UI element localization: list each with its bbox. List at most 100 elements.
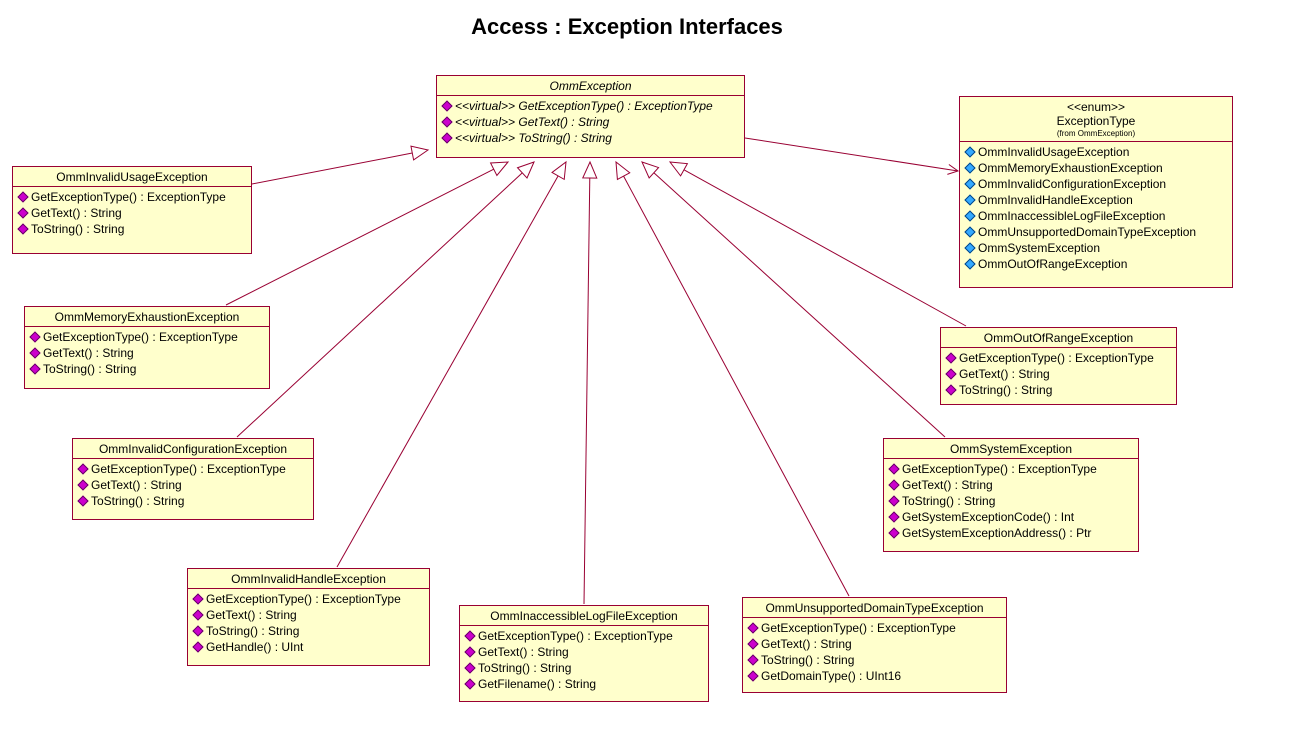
method-list: <<virtual>> GetExceptionType() : Excepti… xyxy=(437,96,744,150)
method-row: <<virtual>> ToString() : String xyxy=(441,130,740,146)
method-row: GetSystemExceptionCode() : Int xyxy=(888,509,1134,525)
magenta-diamond-method-icon xyxy=(945,352,957,364)
method-list: GetExceptionType() : ExceptionType GetTe… xyxy=(188,589,429,659)
method-row: GetFilename() : String xyxy=(464,676,704,692)
magenta-diamond-method-icon xyxy=(888,495,900,507)
inheritance-triangle-icon xyxy=(410,145,430,161)
association-arrowhead-icon xyxy=(947,164,960,175)
enum-origin: (from OmmException) xyxy=(1056,129,1136,138)
inheritance-triangle-icon xyxy=(489,161,510,177)
blue-diamond-attribute-icon xyxy=(964,210,976,222)
association-exception-type xyxy=(744,137,960,175)
magenta-diamond-method-icon xyxy=(17,207,29,219)
method-row: ToString() : String xyxy=(77,493,309,509)
generalization-invalid-usage xyxy=(251,145,430,185)
generalization-out-of-range xyxy=(668,161,967,327)
class-invalid-usage-exception[interactable]: OmmInvalidUsageException GetExceptionTyp… xyxy=(12,166,252,254)
magenta-diamond-method-icon xyxy=(464,646,476,658)
magenta-diamond-method-icon xyxy=(888,527,900,539)
magenta-diamond-method-icon xyxy=(17,191,29,203)
method-row: GetExceptionType() : ExceptionType xyxy=(747,620,1002,636)
inheritance-triangle-icon xyxy=(668,161,689,177)
method-list: GetExceptionType() : ExceptionType GetTe… xyxy=(13,187,251,241)
method-row: GetText() : String xyxy=(747,636,1002,652)
generalization-invalid-handle xyxy=(336,160,567,568)
enum-literal: OmmUnsupportedDomainTypeException xyxy=(964,224,1228,240)
method-row: GetHandle() : UInt xyxy=(192,639,425,655)
magenta-diamond-method-icon xyxy=(747,622,759,634)
method-list: GetExceptionType() : ExceptionType GetTe… xyxy=(884,459,1138,545)
class-memory-exhaustion-exception[interactable]: OmmMemoryExhaustionException GetExceptio… xyxy=(24,306,270,389)
method-row: GetSystemExceptionAddress() : Ptr xyxy=(888,525,1134,541)
magenta-diamond-method-icon xyxy=(192,641,204,653)
magenta-diamond-method-icon xyxy=(29,363,41,375)
magenta-diamond-method-icon xyxy=(747,654,759,666)
blue-diamond-attribute-icon xyxy=(964,258,976,270)
method-row: GetExceptionType() : ExceptionType xyxy=(77,461,309,477)
inheritance-triangle-icon xyxy=(551,160,567,181)
magenta-diamond-method-icon xyxy=(888,479,900,491)
magenta-diamond-method-icon xyxy=(747,638,759,650)
magenta-diamond-method-icon xyxy=(888,511,900,523)
magenta-diamond-method-icon xyxy=(77,479,89,491)
enum-literal: OmmInaccessibleLogFileException xyxy=(964,208,1228,224)
inheritance-triangle-icon xyxy=(615,160,631,181)
enum-literal: OmmSystemException xyxy=(964,240,1228,256)
blue-diamond-attribute-icon xyxy=(964,146,976,158)
method-row: GetText() : String xyxy=(192,607,425,623)
class-name: OmmInvalidConfigurationException xyxy=(98,442,288,456)
magenta-diamond-method-icon xyxy=(464,662,476,674)
class-name: ExceptionType xyxy=(1056,114,1136,128)
class-out-of-range-exception[interactable]: OmmOutOfRangeException GetExceptionType(… xyxy=(940,327,1177,405)
class-omm-exception[interactable]: OmmException <<virtual>> GetExceptionTyp… xyxy=(436,75,745,158)
magenta-diamond-method-icon xyxy=(17,223,29,235)
enum-literal: OmmInvalidConfigurationException xyxy=(964,176,1228,192)
class-name: OmmException xyxy=(549,79,632,93)
method-row: ToString() : String xyxy=(464,660,704,676)
method-row: <<virtual>> GetExceptionType() : Excepti… xyxy=(441,98,740,114)
class-system-exception[interactable]: OmmSystemException GetExceptionType() : … xyxy=(883,438,1139,552)
method-row: GetExceptionType() : ExceptionType xyxy=(464,628,704,644)
magenta-diamond-method-icon xyxy=(77,495,89,507)
method-row: ToString() : String xyxy=(747,652,1002,668)
blue-diamond-attribute-icon xyxy=(964,226,976,238)
magenta-diamond-method-icon xyxy=(192,593,204,605)
generalization-unsupported-domain xyxy=(615,160,850,597)
class-inaccessible-logfile-exception[interactable]: OmmInaccessibleLogFileException GetExcep… xyxy=(459,605,709,702)
enum-exception-type[interactable]: <<enum>> ExceptionType (from OmmExceptio… xyxy=(959,96,1233,288)
method-row: GetExceptionType() : ExceptionType xyxy=(192,591,425,607)
class-name: OmmUnsupportedDomainTypeException xyxy=(765,601,984,615)
blue-diamond-attribute-icon xyxy=(964,178,976,190)
method-row: ToString() : String xyxy=(17,221,247,237)
generalization-memory-exhaustion xyxy=(225,161,510,306)
method-row: ToString() : String xyxy=(945,382,1172,398)
method-row: GetExceptionType() : ExceptionType xyxy=(17,189,247,205)
blue-diamond-attribute-icon xyxy=(964,194,976,206)
method-list: GetExceptionType() : ExceptionType GetTe… xyxy=(743,618,1006,688)
generalization-invalid-configuration xyxy=(236,161,535,438)
method-row: GetExceptionType() : ExceptionType xyxy=(945,350,1172,366)
generalization-system xyxy=(641,161,946,438)
magenta-diamond-method-icon xyxy=(945,384,957,396)
class-unsupported-domain-type-exception[interactable]: OmmUnsupportedDomainTypeException GetExc… xyxy=(742,597,1007,693)
class-invalid-handle-exception[interactable]: OmmInvalidHandleException GetExceptionTy… xyxy=(187,568,430,666)
method-row: GetText() : String xyxy=(77,477,309,493)
method-row: ToString() : String xyxy=(192,623,425,639)
magenta-diamond-method-icon xyxy=(441,116,453,128)
magenta-diamond-method-icon xyxy=(192,625,204,637)
literal-list: OmmInvalidUsageException OmmMemoryExhaus… xyxy=(960,142,1232,276)
blue-diamond-attribute-icon xyxy=(964,242,976,254)
enum-literal: OmmInvalidHandleException xyxy=(964,192,1228,208)
inheritance-triangle-icon xyxy=(582,160,598,179)
method-row: GetText() : String xyxy=(888,477,1134,493)
enum-literal: OmmMemoryExhaustionException xyxy=(964,160,1228,176)
class-name: OmmInvalidUsageException xyxy=(56,170,208,184)
magenta-diamond-method-icon xyxy=(441,100,453,112)
class-invalid-configuration-exception[interactable]: OmmInvalidConfigurationException GetExce… xyxy=(72,438,314,520)
method-row: GetText() : String xyxy=(464,644,704,660)
method-row: GetExceptionType() : ExceptionType xyxy=(888,461,1134,477)
magenta-diamond-method-icon xyxy=(192,609,204,621)
method-row: GetText() : String xyxy=(17,205,247,221)
generalization-inaccessible-logfile xyxy=(582,160,598,605)
